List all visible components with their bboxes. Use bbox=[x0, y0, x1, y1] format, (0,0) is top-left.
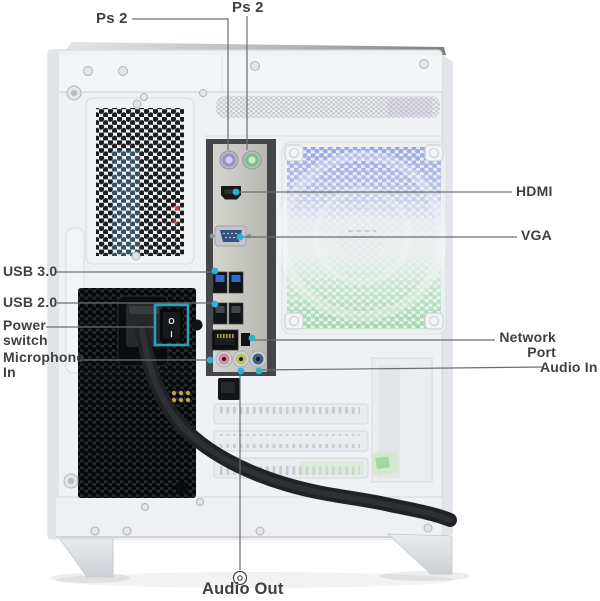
audio-jack-mic bbox=[215, 350, 233, 368]
fan-grille bbox=[277, 141, 447, 335]
case-hole bbox=[191, 319, 203, 331]
callout-audio-in: Audio In bbox=[540, 359, 598, 375]
usb2-ports bbox=[212, 302, 244, 325]
power-switch: O I bbox=[153, 303, 190, 347]
psu bbox=[78, 288, 203, 498]
callout-ps2-left: Ps 2 bbox=[96, 10, 128, 27]
left-foot bbox=[59, 538, 114, 578]
callout-dots bbox=[206, 188, 263, 375]
callout-network-port: Network Port bbox=[499, 329, 556, 360]
leader-lines bbox=[46, 16, 543, 570]
power-switch-highlight bbox=[153, 303, 190, 347]
callout-usb20: USB 2.0 bbox=[3, 294, 58, 310]
audio-jack-linein bbox=[249, 350, 267, 368]
switch-on-marking: I bbox=[170, 330, 172, 339]
ethernet-port bbox=[211, 329, 250, 351]
callout-power-switch: Power switch bbox=[3, 317, 48, 348]
case-lan-cutout bbox=[218, 378, 240, 400]
usb3-ports bbox=[212, 271, 244, 294]
audio-out-marker bbox=[232, 570, 248, 586]
callout-usb30: USB 3.0 bbox=[3, 263, 58, 279]
ps2-port-purple bbox=[219, 150, 239, 170]
top-rail bbox=[59, 55, 442, 92]
callout-vga: VGA bbox=[521, 227, 552, 243]
callout-hdmi: HDMI bbox=[516, 183, 553, 199]
psu-vent-panel bbox=[85, 97, 195, 265]
ps2-port-green bbox=[242, 150, 262, 170]
callout-audio-out: Audio Out bbox=[202, 580, 284, 598]
gpu-pcb-glimpse bbox=[370, 450, 400, 476]
case-screws bbox=[63, 59, 433, 536]
top-vent-strip bbox=[216, 96, 440, 118]
switch-off-marking: O bbox=[168, 317, 174, 326]
io-shield bbox=[206, 139, 276, 376]
vga-port bbox=[209, 225, 252, 247]
psu-round-connector bbox=[175, 481, 187, 493]
case-feet bbox=[59, 533, 453, 578]
psu-gold-pins bbox=[171, 390, 191, 403]
callout-ps2-top: Ps 2 bbox=[232, 0, 264, 16]
audio-jack-lineout bbox=[232, 350, 250, 368]
callout-microphone-in: Microphone In bbox=[3, 349, 85, 380]
fan-corner-screws bbox=[284, 144, 444, 330]
usb-side-port bbox=[241, 333, 250, 346]
right-foot bbox=[386, 533, 453, 575]
power-cable bbox=[135, 323, 457, 527]
